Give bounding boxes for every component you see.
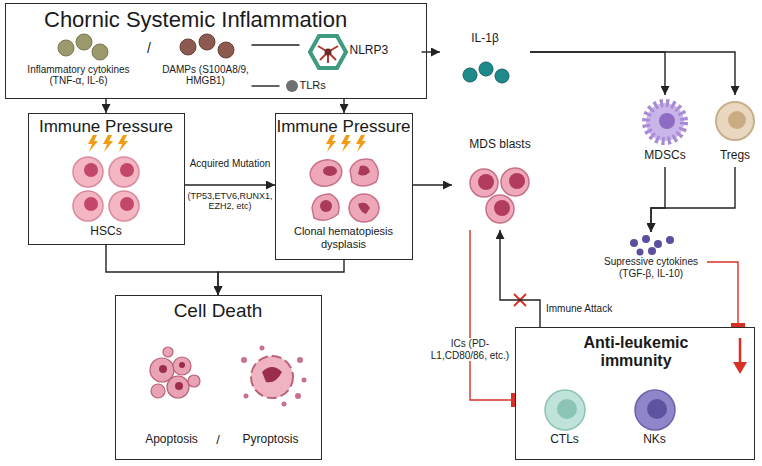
group-box: Chornic Systemic InflammationInflammator… bbox=[5, 3, 427, 99]
node-title: IL-1β bbox=[440, 32, 530, 46]
cell-node: CTLs bbox=[525, 380, 605, 455]
edge-label: Immune Attack bbox=[546, 303, 631, 315]
connector-arrow bbox=[651, 167, 665, 232]
lightning-bolts bbox=[88, 135, 366, 152]
connector-arrow bbox=[252, 44, 300, 45]
dysplastic-cells bbox=[307, 156, 379, 222]
node-title: NLRP3 bbox=[350, 44, 416, 58]
connector-arrow bbox=[218, 260, 344, 295]
node-text: Clonal hematopiesis dysplasis bbox=[276, 225, 411, 250]
connector-arrow bbox=[252, 85, 280, 86]
inflammasome-icon bbox=[310, 36, 346, 68]
node-text: Pyroptosis bbox=[223, 433, 318, 447]
process-box: Immune PressureClonal hematopiesis dyspl… bbox=[275, 113, 413, 260]
connector-arrow bbox=[500, 230, 540, 327]
connector-arrow bbox=[185, 184, 275, 185]
cytokine-node: Supressive cytokines (TGF-β, IL-10) bbox=[595, 232, 707, 292]
node-title: MDS blasts bbox=[452, 138, 548, 152]
cytokine-node: Inflammatory cytokines (TNF-α, IL-6) bbox=[20, 30, 138, 94]
process-box: Immune PressureHSCs bbox=[28, 113, 185, 245]
node-title: Immune Pressure bbox=[276, 117, 411, 137]
separator: / bbox=[142, 40, 156, 56]
tlr-ball bbox=[286, 80, 298, 92]
node-title: Chornic Systemic Inflammation bbox=[44, 7, 374, 32]
inhibition-line bbox=[707, 262, 738, 327]
cytokine-node: IL-1β bbox=[440, 32, 530, 92]
nk-cell bbox=[635, 390, 675, 430]
gene-list: (TP53,ETV6,RUNX1, EZH2, etc) bbox=[186, 191, 274, 212]
connector-arrow bbox=[651, 167, 735, 232]
treg-cell bbox=[716, 102, 754, 140]
node-title: Immune Pressure bbox=[29, 117, 183, 137]
mdsc-cell bbox=[646, 103, 684, 141]
immunity-box: Anti-leukemic immunityCTLs NKs bbox=[515, 327, 755, 460]
connector-arrow bbox=[422, 51, 441, 52]
node-title: MDSCs bbox=[628, 149, 702, 163]
decrease-arrow bbox=[733, 338, 747, 374]
connector-arrow bbox=[530, 52, 665, 95]
cytokine-balls bbox=[58, 34, 108, 60]
ctl-cell bbox=[545, 390, 585, 430]
damp-node: DAMPs (S100A8/9, HMGB1) bbox=[160, 30, 252, 94]
node-title: CTLs bbox=[525, 433, 605, 447]
node-title: DAMPs (S100A8/9, HMGB1) bbox=[160, 64, 252, 87]
node-title: Inflammatory cytokines (TNF-α, IL-6) bbox=[22, 64, 136, 87]
suppressive-dots bbox=[630, 235, 674, 256]
connector-arrow bbox=[106, 245, 218, 295]
cell-node: MDSCs bbox=[628, 95, 702, 167]
node-title: Supressive cytokines (TGF-β, IL-10) bbox=[595, 256, 707, 279]
inhibition-line bbox=[470, 230, 515, 400]
pyroptosis-cell bbox=[241, 346, 307, 407]
il1b-balls bbox=[463, 62, 509, 83]
node-text: HSCs bbox=[29, 225, 183, 239]
apoptosis-cell bbox=[150, 347, 200, 398]
connector-arrow bbox=[530, 52, 735, 95]
node-title: NKs bbox=[615, 433, 695, 447]
node-title: TLRs bbox=[300, 79, 338, 92]
edge-label: ICs (PD-L1,CD80/86, etc.) bbox=[427, 338, 513, 361]
receptor-node: TLRs bbox=[280, 76, 340, 96]
node-title: Tregs bbox=[710, 149, 760, 163]
separator: / bbox=[211, 433, 225, 448]
node-title: Anti-leukemic immunity bbox=[571, 334, 701, 371]
cell-node: NKs bbox=[615, 380, 695, 455]
connector-arrow bbox=[343, 99, 344, 113]
connector-arrow bbox=[105, 99, 106, 113]
connector-arrow bbox=[413, 184, 452, 185]
edge-label: Acquired Mutation bbox=[185, 158, 275, 170]
blast-cells bbox=[470, 168, 529, 223]
damp-balls bbox=[180, 34, 234, 58]
cell-node: Tregs bbox=[710, 95, 760, 167]
hsc-cells bbox=[73, 157, 139, 221]
node-title: Cell Death bbox=[116, 300, 320, 322]
cell-node: MDS blasts bbox=[452, 138, 548, 230]
inflammasome-node: NLRP3 bbox=[300, 31, 422, 73]
node-text: Apoptosis bbox=[124, 433, 219, 447]
